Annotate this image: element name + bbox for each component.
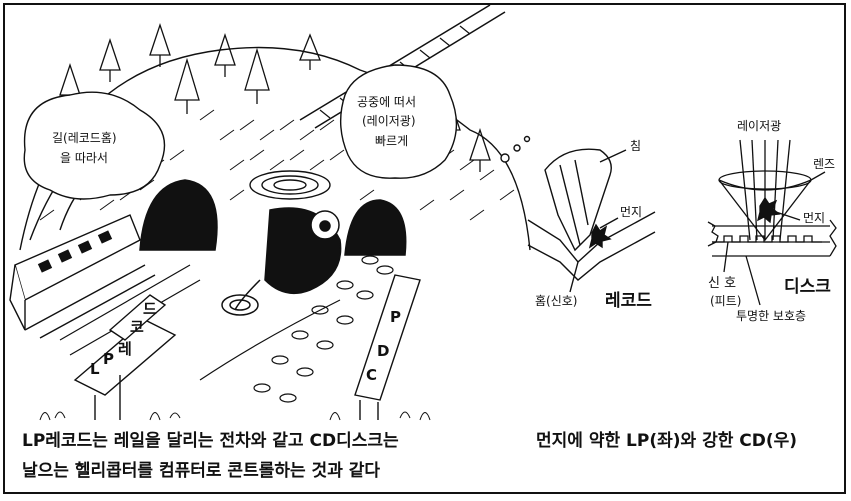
lp-diagram	[527, 148, 656, 293]
cd-lens-label: 렌즈	[813, 157, 836, 171]
tunnels	[139, 179, 407, 256]
cd-pit-label: (피트)	[710, 294, 742, 308]
train	[9, 214, 156, 339]
sign-lp-letter-1: L	[90, 360, 100, 378]
caption-right: 먼지에 약한 LP(좌)와 강한 CD(우)	[536, 431, 798, 451]
cd-title: 디스크	[784, 277, 831, 297]
bubble-left-line2: 을 따라서	[60, 151, 108, 165]
caption-left-line1: LP레코드는 레일을 달리는 전차와 같고 CD디스크는	[22, 431, 399, 451]
lp-groove-label: 홈(신호)	[535, 294, 578, 308]
bubble-right-line1: 공중에 떠서	[357, 95, 417, 109]
sign-lp-letter-5: 드	[143, 300, 157, 318]
lp-title: 레코드	[605, 291, 652, 311]
cd-diagram	[707, 139, 837, 306]
grass	[39, 411, 431, 421]
sign-lp-letter-3: 레	[118, 340, 132, 358]
caption-left-line2: 날으는 헬리콥터를 컴퓨터로 콘트롤하는 것과 같다	[22, 461, 381, 481]
sign-lp-letter-4: 코	[130, 318, 144, 336]
lp-dust-label: 먼지	[620, 205, 643, 219]
pebble-path	[253, 255, 394, 403]
cd-signpost	[354, 274, 421, 420]
sign-cd-letter-1: C	[366, 366, 378, 384]
bubble-right-line2: (레이저광)	[362, 114, 416, 128]
helicopter-character	[221, 207, 342, 316]
bubble-left-line1: 길(레코드홈)	[52, 131, 117, 145]
sign-lp-letter-2: P	[103, 350, 114, 368]
cd-dust-label: 먼지	[803, 211, 826, 225]
figure-frame	[3, 3, 846, 494]
cd-signal-label: 신 호	[708, 276, 737, 291]
lp-needle-label: 침	[630, 139, 642, 153]
bubble-right-line3: 빠르게	[375, 134, 409, 148]
cd-protect-label: 투명한 보호층	[736, 309, 807, 323]
lp-signpost	[73, 294, 177, 420]
sign-cd-letter-3: P	[390, 308, 401, 326]
speech-bubbles	[23, 64, 531, 200]
sign-cd-letter-2: D	[377, 342, 390, 360]
cd-laser-label: 레이저광	[737, 119, 782, 133]
